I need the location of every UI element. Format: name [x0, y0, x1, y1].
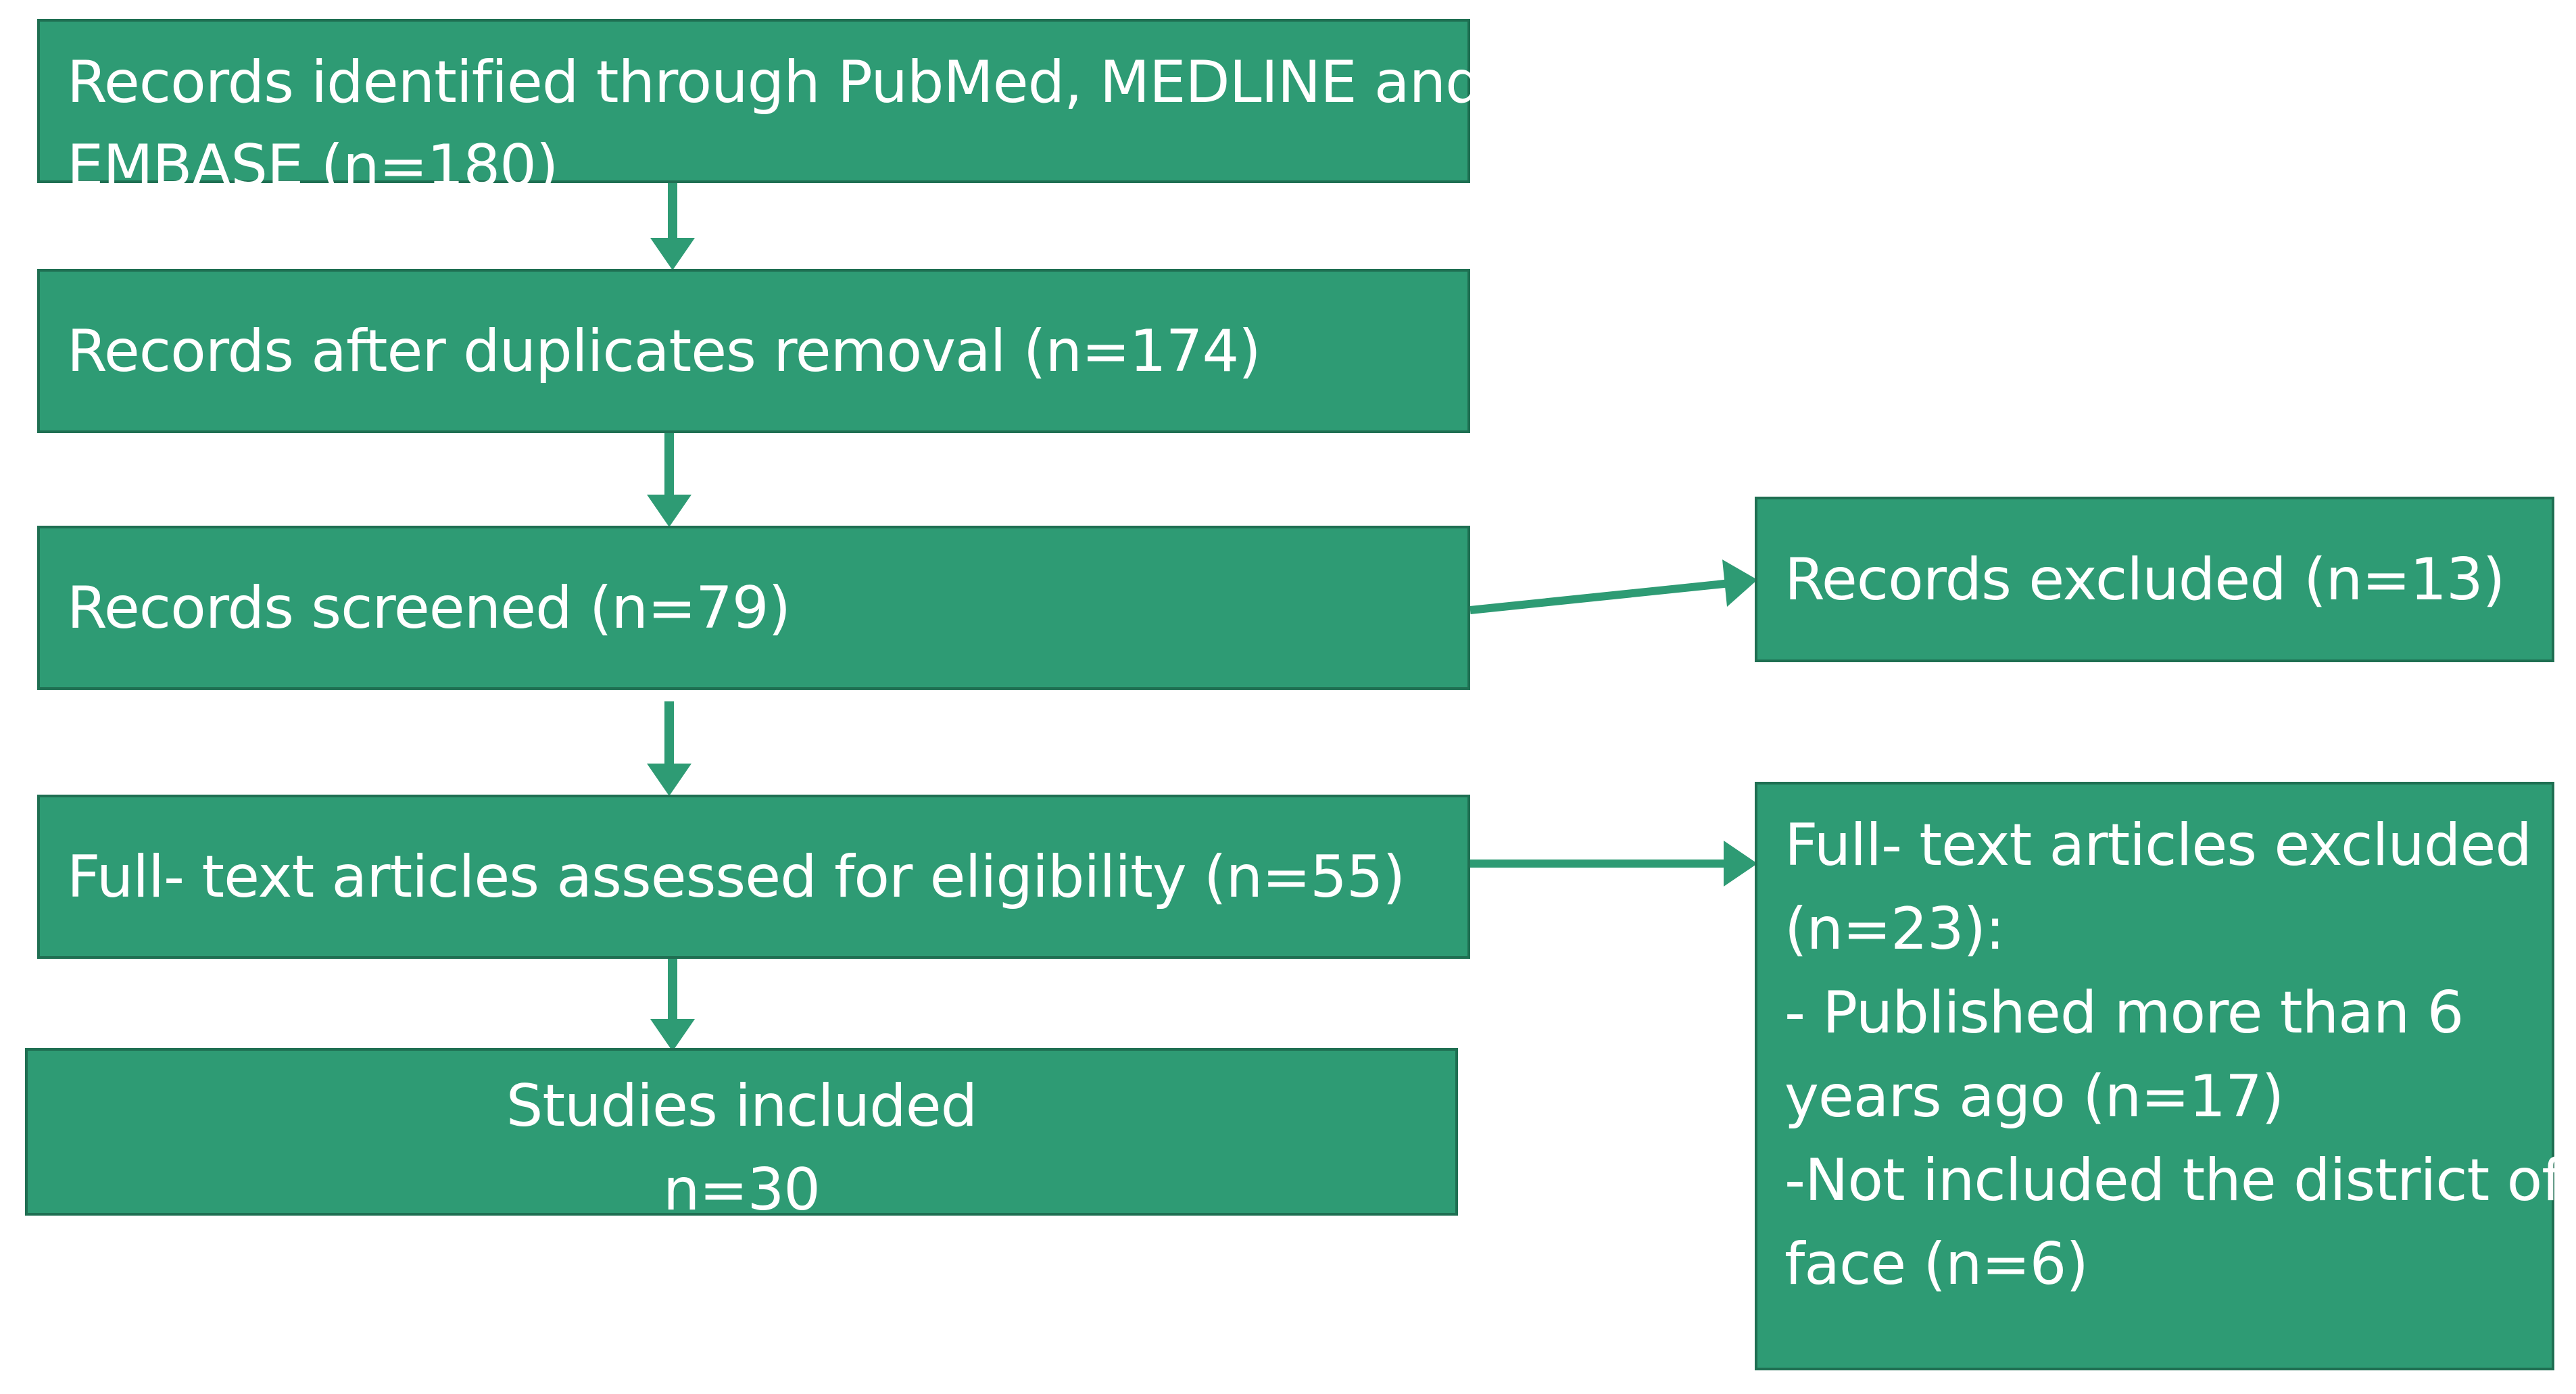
full-text-assessed-text: Full- text articles assessed for eligibi…: [67, 843, 1405, 911]
studies-included-box: Studies included n=30: [25, 1048, 1458, 1224]
duplicates-removed-box: Records after duplicates removal (n=174): [37, 269, 1470, 433]
records-excluded-text: Records excluded (n=13): [1784, 545, 2505, 614]
records-screened-text: Records screened (n=79): [67, 574, 791, 642]
records-identified-line-1: Records identified through PubMed, MEDLI…: [67, 49, 1482, 116]
studies-included-line-2: n=30: [663, 1156, 821, 1224]
full-text-excluded-line-4: years ago (n=17): [1784, 1063, 2284, 1130]
arrow-duplicates-to-screened: [647, 433, 691, 527]
records-screened-box: Records screened (n=79): [37, 526, 1470, 690]
records-excluded-box: Records excluded (n=13): [1755, 497, 2554, 662]
duplicates-removed-text: Records after duplicates removal (n=174): [67, 317, 1261, 385]
full-text-excluded-line-6: face (n=6): [1784, 1230, 2089, 1298]
full-text-assessed-box: Full- text articles assessed for eligibi…: [37, 795, 1470, 959]
arrow-screened-to-full-text: [647, 701, 691, 796]
full-text-excluded-box: Full- text articles excluded (n=23): - P…: [1755, 782, 2562, 1370]
studies-included-line-1: Studies included: [506, 1072, 978, 1140]
arrow-full-text-to-included: [650, 959, 695, 1051]
arrow-screened-to-records-excluded: [1469, 559, 1757, 614]
full-text-excluded-line-5: -Not included the district of: [1784, 1147, 2562, 1214]
full-text-excluded-line-3: - Published more than 6: [1784, 979, 2464, 1047]
arrow-full-text-to-full-text-excluded: [1470, 841, 1757, 887]
full-text-excluded-line-1: Full- text articles excluded: [1784, 812, 2532, 879]
records-identified-line-2: EMBASE (n=180): [67, 132, 558, 200]
arrow-identified-to-duplicates: [650, 183, 695, 270]
full-text-excluded-line-2: (n=23):: [1784, 895, 2005, 963]
records-identified-box: Records identified through PubMed, MEDLI…: [37, 19, 1482, 200]
